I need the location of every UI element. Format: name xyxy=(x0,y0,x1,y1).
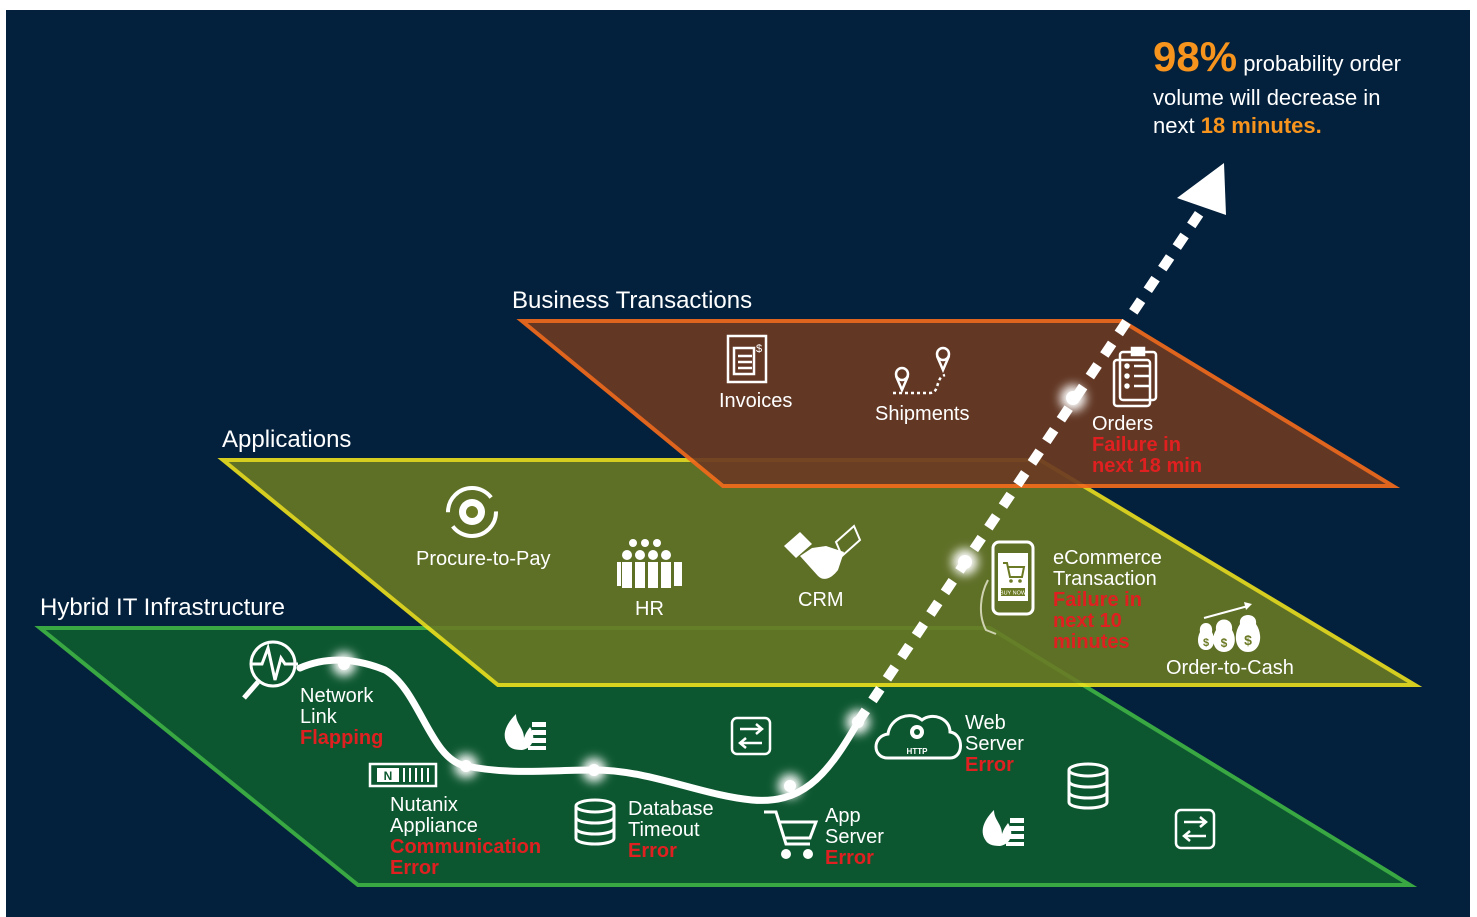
glow-nodes xyxy=(332,385,1086,798)
switch-icon xyxy=(1174,808,1216,850)
order-to-cash-label: Order-to-Cash xyxy=(1166,657,1294,679)
shipments-label: Shipments xyxy=(875,403,970,425)
failure-path-curve xyxy=(296,656,862,804)
hr-label: HR xyxy=(635,598,664,620)
mobile-cart-icon: BUY NOW xyxy=(980,540,1035,635)
map-pin-route-icon xyxy=(893,346,951,395)
nutanix-appliance-label: Nutanix Appliance Communication Error xyxy=(390,794,542,879)
database-icon xyxy=(1067,762,1109,810)
applications-layer-title: Applications xyxy=(222,426,352,453)
ecommerce-label: eCommerce Transaction Failure in next 10… xyxy=(1053,547,1162,653)
headline-line3-highlight: 18 minutes. xyxy=(1200,112,1322,138)
database-timeout-label: Database Timeout Error xyxy=(628,798,714,862)
network-pulse-icon xyxy=(242,640,298,700)
app-server-label: App Server Error xyxy=(825,805,884,869)
firewall-icon xyxy=(504,714,546,750)
people-group-icon xyxy=(617,539,682,588)
http-badge: HTTP xyxy=(907,747,929,756)
firewall-icon xyxy=(982,810,1024,846)
orders-label: Orders Failure in next 18 min xyxy=(1092,413,1203,477)
headline-line2: volume will decrease in xyxy=(1153,84,1381,110)
cloud-http-icon: HTTP xyxy=(874,714,962,760)
switch-icon xyxy=(730,716,772,756)
handshake-icon xyxy=(784,524,862,579)
invoices-label: Invoices xyxy=(719,390,793,412)
svg-text:$: $ xyxy=(1203,637,1209,649)
infrastructure-layer-title: Hybrid IT Infrastructure xyxy=(40,594,285,621)
headline-line3-prefix: next xyxy=(1153,112,1195,138)
svg-text:$: $ xyxy=(1244,632,1252,648)
diagram-canvas: $ BUY NOW xyxy=(6,10,1470,917)
crm-label: CRM xyxy=(798,589,844,611)
cart-icon xyxy=(764,810,819,859)
prediction-arrowhead xyxy=(1177,163,1226,215)
invoice-icon: $ xyxy=(726,334,768,384)
database-icon xyxy=(574,798,616,846)
buy-now-badge: BUY NOW xyxy=(1000,591,1027,597)
diagram-svg: $ BUY NOW xyxy=(34,163,1423,887)
nutanix-appliance-icon: N xyxy=(368,762,438,788)
business-layer-title: Business Transactions xyxy=(512,287,753,314)
headline-line1: probability order xyxy=(1243,51,1401,76)
prediction-headline: 98% probability order volume will decrea… xyxy=(1153,30,1401,140)
clipboard-icon xyxy=(1112,346,1158,408)
web-server-label: Web Server Error xyxy=(965,712,1024,776)
money-bags-icon: $ $ $ xyxy=(1198,602,1261,652)
network-link-label: Network Link Flapping xyxy=(300,685,384,749)
gear-cycle-icon xyxy=(446,486,498,538)
svg-text:N: N xyxy=(384,769,393,783)
svg-text:$: $ xyxy=(1221,636,1228,650)
procure-to-pay-label: Procure-to-Pay xyxy=(416,548,551,570)
svg-text:$: $ xyxy=(756,343,762,355)
headline-percent: 98% xyxy=(1153,33,1238,80)
